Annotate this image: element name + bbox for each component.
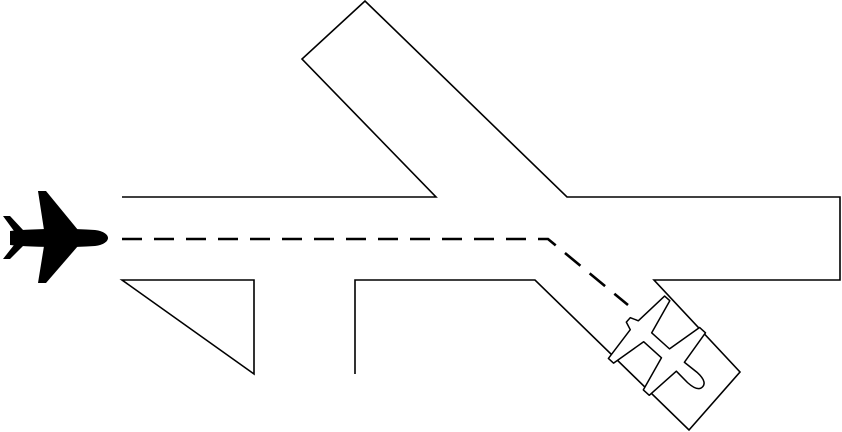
dashed-taxi-route [122, 237, 629, 307]
pavement-outline [119, 0, 841, 432]
airplane-outline-icon [607, 295, 707, 397]
airplane-icon [3, 191, 108, 283]
